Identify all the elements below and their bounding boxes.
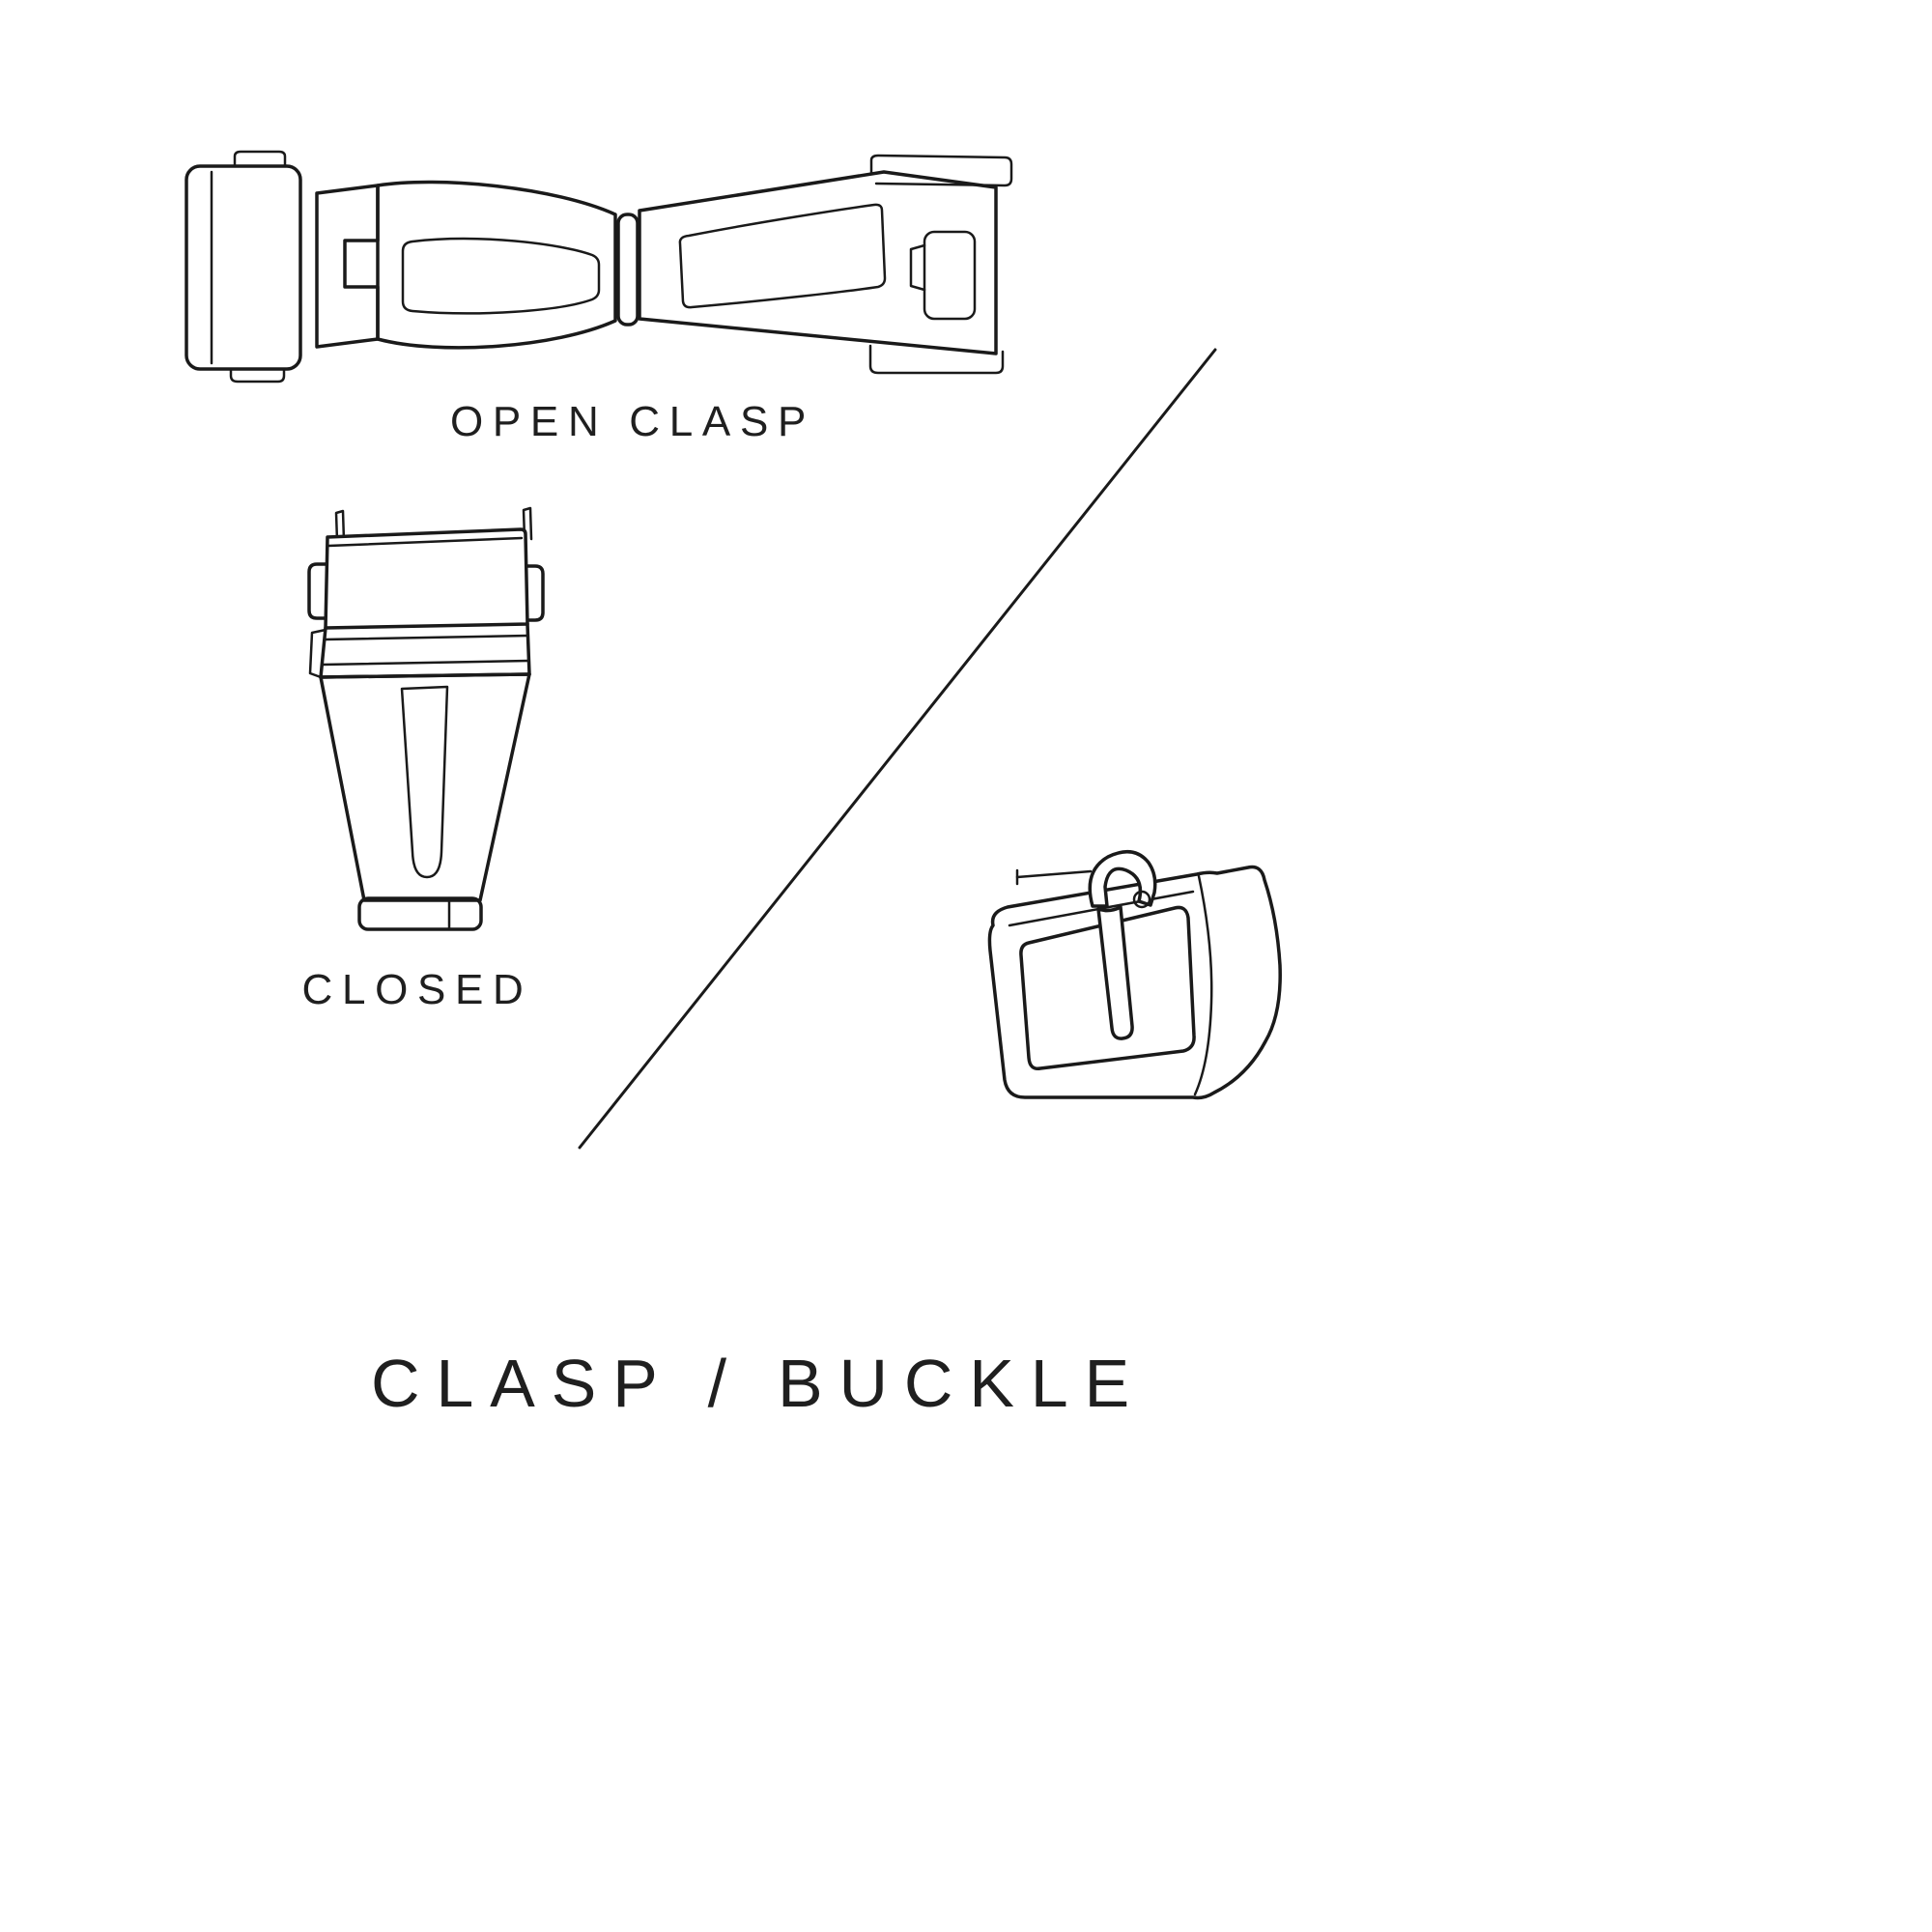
divider-line bbox=[578, 348, 1217, 1150]
open-clasp-label: OPEN CLASP bbox=[449, 398, 815, 445]
clasp-left-arm bbox=[376, 180, 617, 350]
buckle-illustration bbox=[987, 850, 1282, 1100]
clasp-body bbox=[319, 672, 531, 902]
clasp-right-arm bbox=[638, 170, 998, 355]
buckle-tang bbox=[1096, 905, 1134, 1040]
buckle-tang-loop bbox=[1088, 850, 1157, 908]
clasp-cover-plate bbox=[324, 527, 529, 630]
closed-clasp-illustration bbox=[307, 506, 545, 931]
page-title: CLASP / BUCKLE bbox=[371, 1346, 1146, 1421]
buckle-spring-bar bbox=[1015, 869, 1093, 879]
buckle-tang-ring bbox=[1132, 890, 1151, 909]
closed-clasp-label: CLOSED bbox=[301, 966, 533, 1013]
clasp-hinge bbox=[616, 213, 639, 327]
buckle-frame bbox=[987, 865, 1282, 1100]
clasp-foot bbox=[357, 896, 483, 931]
open-clasp-illustration bbox=[185, 150, 1013, 384]
clasp-notch-link bbox=[315, 184, 380, 349]
clasp-end-link bbox=[185, 164, 302, 371]
